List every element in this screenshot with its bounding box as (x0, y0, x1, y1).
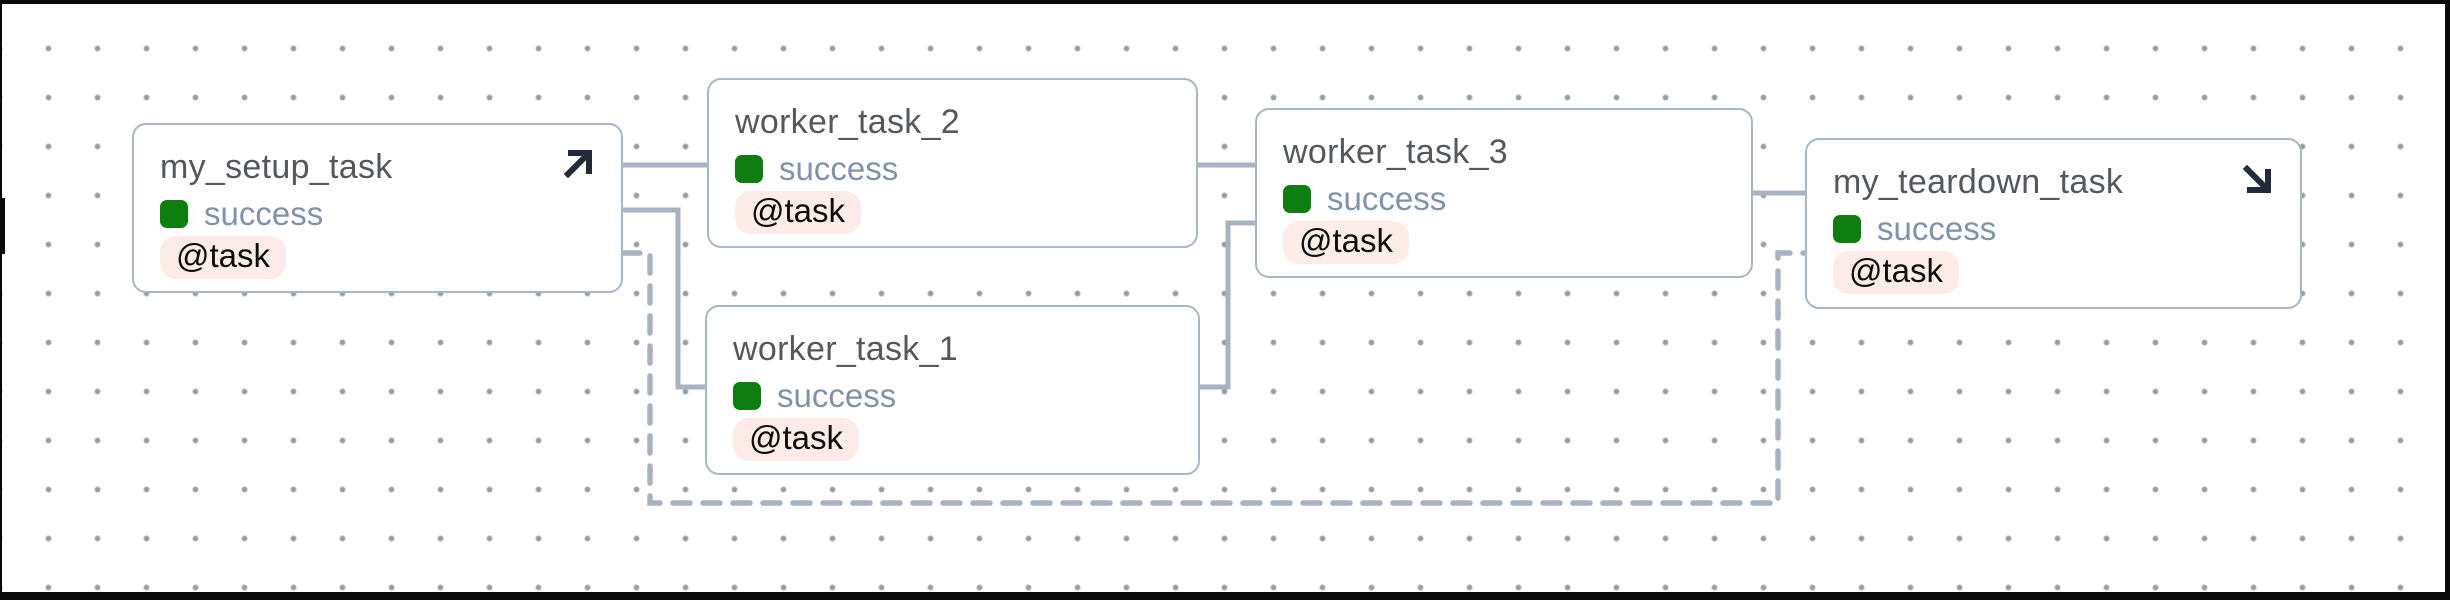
task-node-worker-task-1[interactable]: worker_task_1 success @task (705, 305, 1200, 475)
status-label: success (1877, 210, 1997, 247)
canvas-edge-tick (0, 198, 5, 254)
task-decorator-badge: @task (733, 418, 860, 461)
status-row: success (160, 197, 595, 230)
task-decorator-badge: @task (1283, 221, 1410, 264)
success-status-square-icon (735, 154, 763, 183)
success-status-square-icon (160, 199, 188, 228)
setup-arrow-up-right-icon (563, 150, 592, 179)
success-status-square-icon (1833, 214, 1861, 243)
task-node-my-teardown-task[interactable]: my_teardown_task success @task (1805, 138, 2302, 309)
status-label: success (777, 377, 897, 414)
task-title: worker_task_3 (1283, 133, 1508, 171)
status-row: success (1833, 212, 2274, 245)
status-label: success (1327, 180, 1447, 217)
status-label: success (779, 150, 899, 187)
status-label: success (204, 195, 324, 232)
success-status-square-icon (733, 381, 761, 410)
task-node-worker-task-3[interactable]: worker_task_3 success @task (1255, 108, 1753, 278)
task-decorator-badge: @task (1833, 251, 1960, 294)
task-title: worker_task_1 (733, 330, 958, 368)
task-title: worker_task_2 (735, 103, 960, 141)
edge-setup-to-worker1 (623, 207, 705, 390)
status-row: success (735, 152, 1170, 185)
status-row: success (733, 379, 1172, 412)
teardown-arrow-down-right-icon (2242, 164, 2271, 193)
edge-worker1-to-worker3 (1200, 220, 1255, 390)
task-node-my-setup-task[interactable]: my_setup_task success @task (132, 123, 623, 293)
status-row: success (1283, 182, 1725, 215)
success-status-square-icon (1283, 184, 1311, 213)
task-node-worker-task-2[interactable]: worker_task_2 success @task (707, 78, 1198, 248)
task-title: my_setup_task (160, 148, 393, 186)
task-decorator-badge: @task (735, 191, 862, 234)
edge-setup-to-teardown-dashed (620, 250, 1808, 506)
task-decorator-badge: @task (160, 236, 287, 279)
task-title: my_teardown_task (1833, 163, 2124, 201)
